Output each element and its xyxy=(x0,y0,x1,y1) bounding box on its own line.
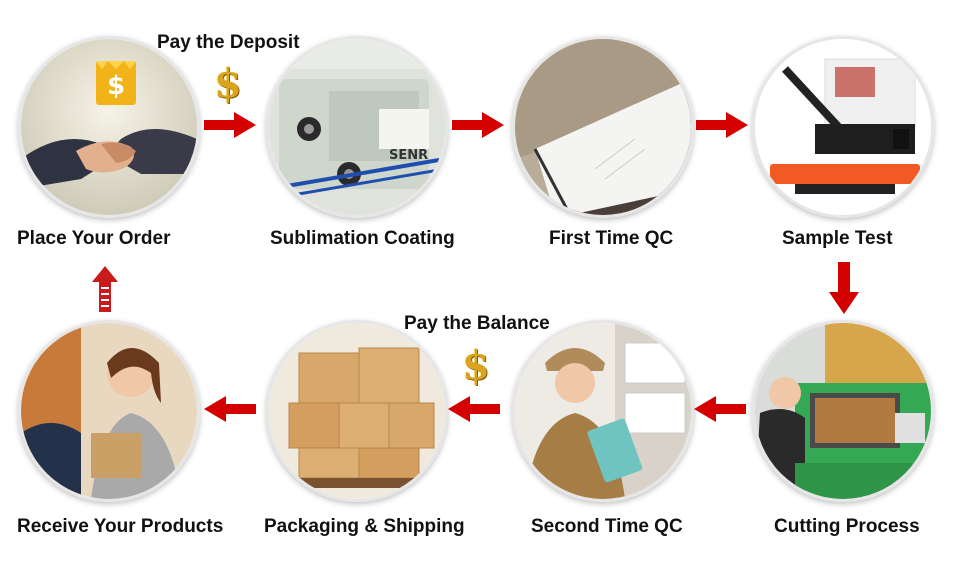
step-image-place-order: $ xyxy=(18,36,200,218)
svg-text:SENR: SENR xyxy=(389,148,428,163)
boxes-pallet-image xyxy=(269,323,445,499)
step-label-sublimation: Sublimation Coating xyxy=(270,228,455,249)
step-image-second-qc xyxy=(512,320,694,502)
step-image-receive xyxy=(18,320,200,502)
heat-press-image xyxy=(755,39,931,215)
arrow-up-icon xyxy=(92,266,118,312)
step-label-sample-test: Sample Test xyxy=(782,228,893,249)
woman-receiving-box-image xyxy=(21,323,197,499)
step-image-sample-test xyxy=(752,36,934,218)
pay-deposit-label: Pay the Deposit xyxy=(157,32,300,53)
arrow-down-icon xyxy=(829,262,859,314)
step-image-cutting xyxy=(752,320,934,502)
step-label-cutting: Cutting Process xyxy=(774,516,920,537)
step-image-first-qc xyxy=(512,36,694,218)
step-image-sublimation: SENR xyxy=(266,36,448,218)
step-label-packaging: Packaging & Shipping xyxy=(264,516,465,537)
svg-text:$: $ xyxy=(107,71,125,101)
handshake-image: $ xyxy=(21,39,197,215)
dollar-icon: $ xyxy=(462,342,490,389)
laser-cutter-image xyxy=(755,323,931,499)
step-image-packaging xyxy=(266,320,448,502)
coating-machine-image: SENR xyxy=(269,39,445,215)
arrow-left-icon xyxy=(448,396,500,422)
step-label-place-order: Place Your Order xyxy=(17,228,171,249)
step-label-first-qc: First Time QC xyxy=(549,228,674,249)
arrow-left-icon xyxy=(694,396,746,422)
inspector-clipboard-image xyxy=(515,323,691,499)
arrow-right-icon xyxy=(696,112,748,138)
dollar-icon: $ xyxy=(214,60,242,107)
arrow-left-icon xyxy=(204,396,256,422)
arrow-right-icon xyxy=(204,112,256,138)
arrow-right-icon xyxy=(452,112,504,138)
panel-stack-image xyxy=(515,39,691,215)
step-label-second-qc: Second Time QC xyxy=(531,516,683,537)
step-label-receive: Receive Your Products xyxy=(17,516,224,537)
pay-balance-label: Pay the Balance xyxy=(404,313,550,334)
